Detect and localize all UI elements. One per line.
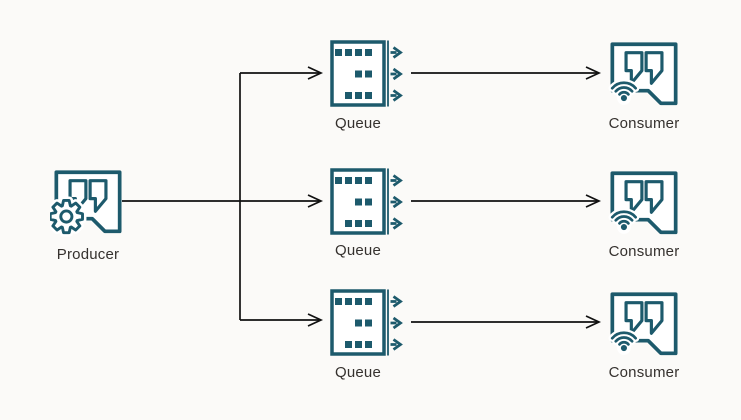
arrowhead — [307, 66, 324, 80]
queue-message-squares — [335, 177, 372, 227]
consumer-2-label: Consumer — [608, 243, 680, 260]
arrowhead — [307, 194, 324, 208]
node-queue-3 — [330, 289, 406, 361]
queue-icon — [330, 40, 403, 107]
wifi-icon — [608, 208, 640, 234]
queue-icon — [330, 289, 403, 356]
queue-output-chevrons — [390, 46, 403, 102]
node-producer — [46, 168, 126, 249]
queue-3-label: Queue — [334, 364, 382, 381]
arrowhead — [585, 315, 602, 329]
quote-marks-icon — [624, 51, 664, 85]
consumer-icon — [608, 292, 678, 356]
node-consumer-3 — [606, 290, 682, 371]
arrowhead — [585, 194, 602, 208]
node-consumer-1 — [606, 40, 682, 121]
node-consumer-2 — [606, 169, 682, 250]
producer-icon — [46, 170, 122, 237]
queue-message-squares — [335, 49, 372, 99]
queue-output-chevrons — [390, 174, 403, 230]
consumer-3-label: Consumer — [608, 364, 680, 381]
consumer-icon — [608, 171, 678, 235]
queue-message-squares — [335, 298, 372, 348]
producer-label: Producer — [56, 246, 120, 263]
arrowhead — [585, 66, 602, 80]
wifi-icon — [608, 79, 640, 105]
queue-1-label: Queue — [334, 115, 382, 132]
queue-2-label: Queue — [334, 242, 382, 259]
consumer-icon — [608, 42, 678, 106]
node-queue-2 — [330, 168, 406, 240]
queue-icon — [330, 168, 403, 235]
arrowhead — [307, 313, 324, 327]
node-queue-1 — [330, 40, 406, 112]
gear-icon — [46, 196, 87, 237]
queue-output-chevrons — [390, 295, 403, 351]
wifi-icon — [608, 329, 640, 355]
consumer-1-label: Consumer — [608, 115, 680, 132]
